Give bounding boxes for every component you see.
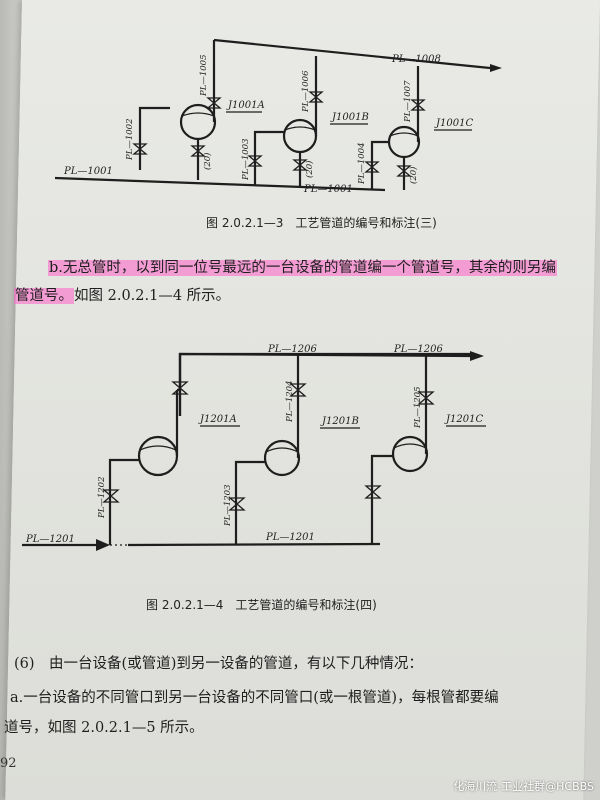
d4-top-label-1: PL—1206 [267,344,317,355]
d4-equipment-b: J1201B [320,416,359,427]
piping-diagram-4: PL—1206 PL—1206 PL—1201 PL—1201 J1201A J… [22,344,486,551]
d4-vertical-label-1203: PL—1203 [223,485,233,528]
paragraph-b-line-2-rest: 如图 2.0.2.1—4 所示。 [74,288,231,304]
d3-bypass-size-2: (20) [304,161,315,178]
d4-equipment-a: J1201A [198,414,237,425]
d3-vertical-label-1004: PL—1004 [357,143,367,186]
paragraph-b-line-1: b.无总管时，以到同一位号最远的一台设备的管道编一个管道号，其余的则另编 [48,256,557,277]
figure-3-caption: 图 2.0.2.1—3 工艺管道的编号和标注(三) [206,216,437,230]
d3-vertical-label-1005: PL—1005 [199,55,209,98]
watermark-text: 化海川流-工业社群@HCBBS [453,780,594,793]
figure-4-caption: 图 2.0.2.1—4 工艺管道的编号和标注(四) [146,598,377,612]
d4-left-label: PL—1201 [25,534,75,545]
d3-vertical-label-1006: PL—1006 [301,70,311,113]
d3-vertical-label-1007: PL—1007 [403,80,413,123]
d4-equipment-c: J1201C [444,414,483,425]
paragraph-b-line-2: 管道号。如图 2.0.2.1—4 所示。 [14,284,230,305]
d3-bypass-size-1: (20) [202,153,213,170]
d4-bottom-label: PL—1201 [265,532,315,543]
page-number: 92 [0,756,17,771]
highlight-b-line-2: 管道号。 [14,288,74,304]
d3-bottom-line-label: PL—1001 [303,184,353,195]
highlight-b-line-1: b.无总管时，以到同一位号最远的一台设备的管道编一个管道号，其余的则另编 [48,260,557,276]
piping-diagram-3: PL—1008 PL—1001 PL—1001 J1001A J1001B J1… [54,38,502,195]
section-6-line-a1: a.一台设备的不同管口到另一台设备的不同管口(或一根管道)，每根管都要编 [10,690,499,706]
d3-top-line-label: PL—1008 [391,54,441,65]
d3-bypass-size-3: (20) [408,167,419,184]
section-6-line-a2: 道号，如图 2.0.2.1—5 所示。 [4,720,204,736]
d4-vertical-label-1204: PL—1204 [285,381,295,424]
d3-vertical-label-1003: PL—1003 [241,139,251,182]
d3-vertical-label-1002: PL—1002 [125,119,135,162]
d4-top-label-2: PL—1206 [393,344,443,355]
d3-equipment-b: J1001B [330,112,369,123]
section-6-heading: (6) 由一台设备(或管道)到另一设备的管道，有以下几种情况： [14,656,423,672]
d4-vertical-label-1202: PL—1202 [97,477,107,520]
d3-left-line-label: PL—1001 [63,166,113,177]
d3-equipment-a: J1001A [226,100,265,111]
d4-vertical-label-1205: PL—1205 [413,387,423,430]
d3-equipment-c: J1001C [434,118,473,129]
